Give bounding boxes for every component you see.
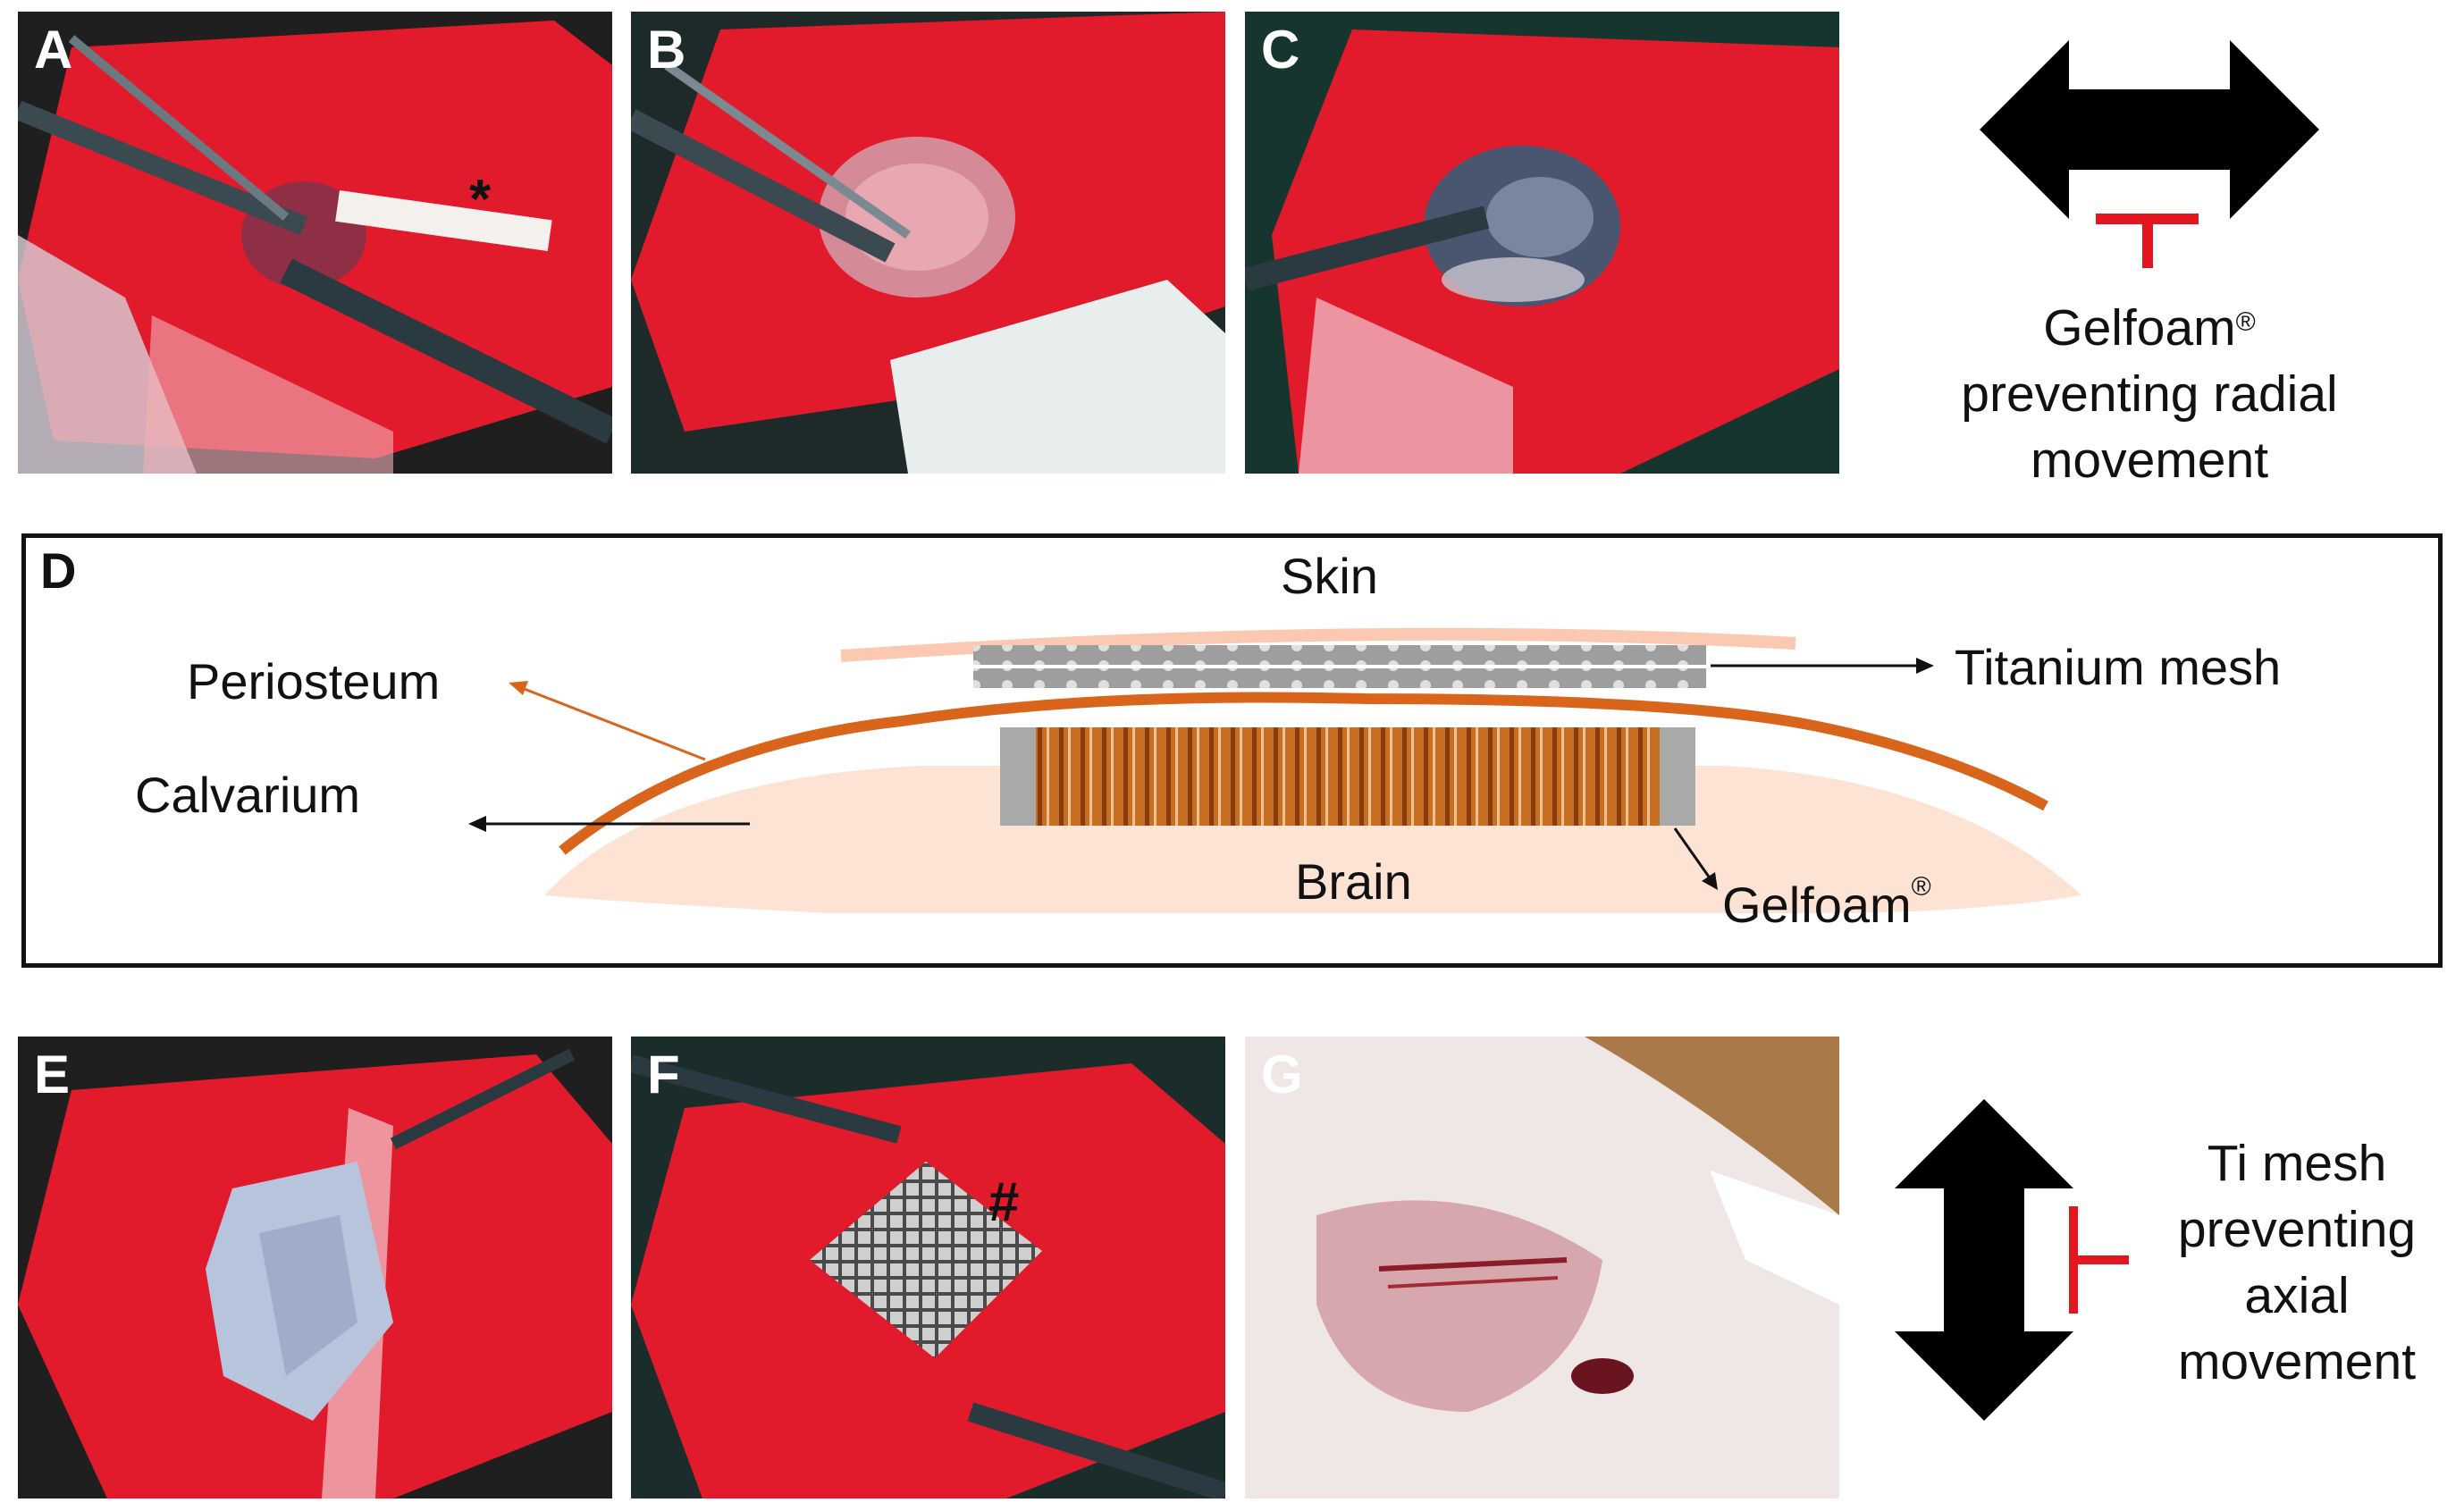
photo-panel-g: G [1245, 1037, 1839, 1498]
photo-panel-c: C [1245, 12, 1839, 474]
panel-letter-b: B [647, 20, 686, 80]
radial-caption-line2: preventing radial [1961, 365, 2338, 423]
radial-caption-line1: Gelfoam [2043, 299, 2236, 357]
photo-panel-a: A * [18, 12, 612, 474]
radial-caption: Gelfoam® preventing radial movement [1922, 295, 2377, 493]
axial-caption-line4: movement [2177, 1333, 2417, 1390]
axial-caption: Ti mesh preventing axial movement [2136, 1130, 2458, 1395]
diagram-drawing [468, 627, 2081, 913]
panel-letter-e: E [34, 1045, 71, 1104]
hash-mark: # [988, 1171, 1020, 1233]
label-calvarium: Calvarium [135, 767, 361, 823]
panel-letter-g: G [1261, 1045, 1303, 1104]
panel-letter-f: F [647, 1045, 680, 1104]
photo-panel-e: E [18, 1037, 612, 1498]
photo-g-image [1245, 1037, 1839, 1498]
diagram-panel-d: D [21, 533, 2443, 968]
double-arrow-vertical-icon [1895, 1099, 2129, 1421]
label-periosteum: Periosteum [187, 653, 441, 709]
double-arrow-horizontal-icon [1980, 40, 2319, 268]
asterisk-mark: * [469, 169, 492, 231]
axial-caption-line3: axial [2244, 1267, 2350, 1324]
photo-a-image [18, 12, 612, 474]
label-gelfoam-text: Gelfoam [1722, 877, 1912, 933]
photo-panel-f: F # [631, 1037, 1225, 1498]
photo-panel-b: B [631, 12, 1225, 474]
photo-f-image [631, 1037, 1225, 1498]
label-titanium-mesh: Titanium mesh [1955, 639, 2282, 695]
label-brain: Brain [1295, 853, 1412, 910]
label-skin: Skin [1281, 548, 1378, 604]
label-gelfoam: Gelfoam® [1722, 872, 1931, 934]
photo-b-image [631, 12, 1225, 474]
label-gelfoam-reg: ® [1911, 872, 1931, 902]
photo-e-image [18, 1037, 612, 1498]
axial-caption-line2: preventing [2177, 1201, 2417, 1258]
panel-letter-a: A [34, 20, 73, 80]
registered-mark: ® [2235, 307, 2256, 337]
radial-caption-line3: movement [2030, 432, 2269, 489]
panel-letter-d: D [40, 542, 77, 599]
panel-letter-c: C [1261, 20, 1300, 80]
photo-c-image [1245, 12, 1839, 474]
axial-caption-line1: Ti mesh [2207, 1135, 2387, 1192]
